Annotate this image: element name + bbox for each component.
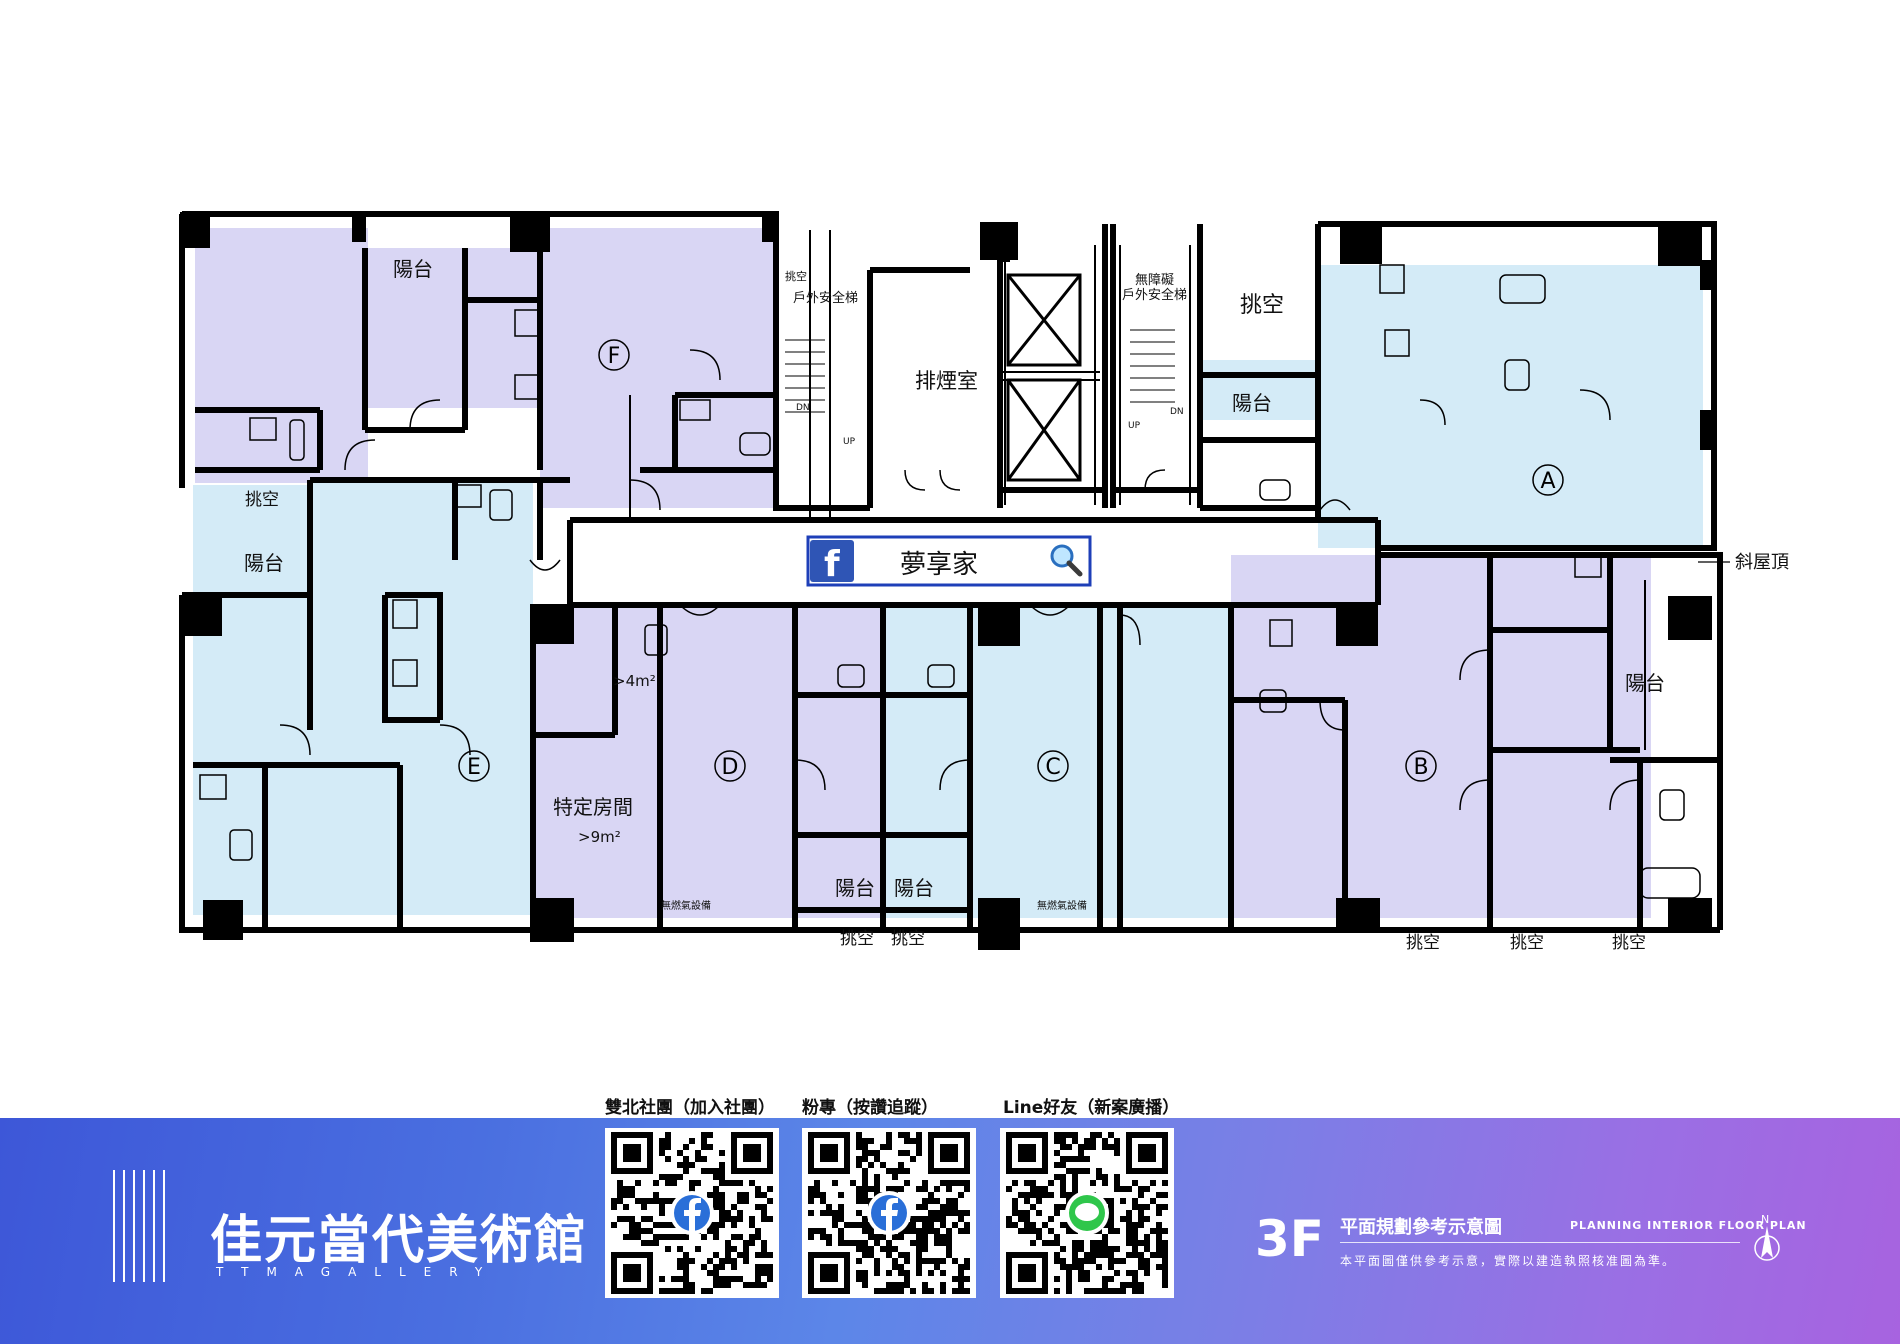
unit-label-e: E <box>467 755 481 780</box>
thin-lines <box>181 230 1646 920</box>
unit-label-b: B <box>1413 755 1428 780</box>
room-labels: 陽台 陽台 陽台 陽台 陽台 陽台 挑空 挑空 挑空 挑空 挑空 挑空 挑空 排… <box>244 257 1789 953</box>
plan-title-en: PLANNING INTERIOR FLOOR PLAN <box>1570 1219 1807 1232</box>
label-accessible-2: 戶外安全梯 <box>1122 287 1187 303</box>
facebook-icon <box>867 1191 911 1235</box>
plan-title: 平面規劃參考示意圖 <box>1340 1217 1502 1238</box>
north-letter: N <box>1761 1213 1770 1226</box>
label-balcony-b: 陽台 <box>1625 671 1665 695</box>
fixtures <box>199 264 1701 899</box>
qr-label-group: 雙北社團（加入社團） <box>605 1098 775 1118</box>
unit-label-c: C <box>1045 755 1060 780</box>
qr-label-fanpage: 粉專（按讚追蹤） <box>802 1098 938 1118</box>
qr-code-fanpage[interactable] <box>802 1128 976 1298</box>
label-void-e: 挑空 <box>245 490 279 510</box>
floor-plan: F A E D C B 陽台 陽台 陽台 陽台 陽台 陽台 挑空 挑空 挑空 挑… <box>179 211 1789 953</box>
label-void-b3: 挑空 <box>1612 933 1646 953</box>
label-void-b2: 挑空 <box>1510 933 1544 953</box>
label-void-b1: 挑空 <box>1406 933 1440 953</box>
label-void-core: 挑空 <box>1240 293 1284 318</box>
columns <box>180 212 1714 950</box>
plan-note: 本平面圖僅供參考示意，實際以建造執照核准圖為準。 <box>1340 1254 1677 1268</box>
north-arrow-icon <box>1754 1212 1780 1272</box>
label-balcony-e: 陽台 <box>244 551 284 575</box>
label-up-2: UP <box>1128 421 1141 431</box>
line-icon <box>1065 1191 1109 1235</box>
unit-label-d: D <box>722 755 739 780</box>
elevators <box>1006 273 1082 482</box>
label-special-area: >9m² <box>578 828 621 846</box>
facebook-icon <box>670 1191 714 1235</box>
label-balcony-f: 陽台 <box>393 257 433 281</box>
label-balcony-c: 陽台 <box>894 876 934 900</box>
floor-label: 3F <box>1255 1210 1324 1268</box>
label-sloped-roof: 斜屋頂 <box>1735 552 1789 573</box>
qr-code-line[interactable] <box>1000 1128 1174 1298</box>
label-special-room: 特定房間 <box>553 795 633 819</box>
facebook-icon <box>810 540 854 582</box>
unit-label-f: F <box>608 344 621 369</box>
label-outdoor-stairs: 戶外安全梯 <box>793 290 858 306</box>
label-small-area: >4m² <box>613 672 656 690</box>
label-dn-1: DN <box>796 403 810 413</box>
door-swings <box>279 349 1641 811</box>
search-banner-label: 夢享家 <box>900 550 978 580</box>
unit-label-a: A <box>1540 469 1555 494</box>
label-balcony-a: 陽台 <box>1232 391 1272 415</box>
stairs <box>785 329 1175 413</box>
label-balcony-d: 陽台 <box>835 876 875 900</box>
brand-logo-mark <box>110 1170 185 1282</box>
plan-divider <box>1340 1242 1740 1243</box>
label-no-gas-c: 無燃氣設備 <box>1037 899 1087 912</box>
unit-labels: F A E D C B <box>458 339 1564 782</box>
search-icon <box>1050 544 1083 577</box>
label-dn-2: DN <box>1170 407 1184 417</box>
brand-title: 佳元當代美術館 <box>210 1211 589 1271</box>
brand-subtitle: TTMAGALLERY <box>216 1265 501 1279</box>
label-up-1: UP <box>843 437 856 447</box>
label-void-d: 挑空 <box>840 929 874 949</box>
qr-code-group[interactable] <box>605 1128 779 1298</box>
label-void-c: 挑空 <box>891 929 925 949</box>
qr-label-line: Line好友（新案廣播） <box>1003 1098 1180 1118</box>
svg-text:f: f <box>824 544 840 585</box>
label-smoke-room: 排煙室 <box>915 369 978 393</box>
room-fills <box>193 228 1703 918</box>
label-void-small: 挑空 <box>785 269 807 283</box>
search-banner[interactable]: f 夢享家 <box>806 535 1092 587</box>
label-no-gas-d: 無燃氣設備 <box>661 899 711 912</box>
label-accessible-1: 無障礙 <box>1135 273 1174 288</box>
